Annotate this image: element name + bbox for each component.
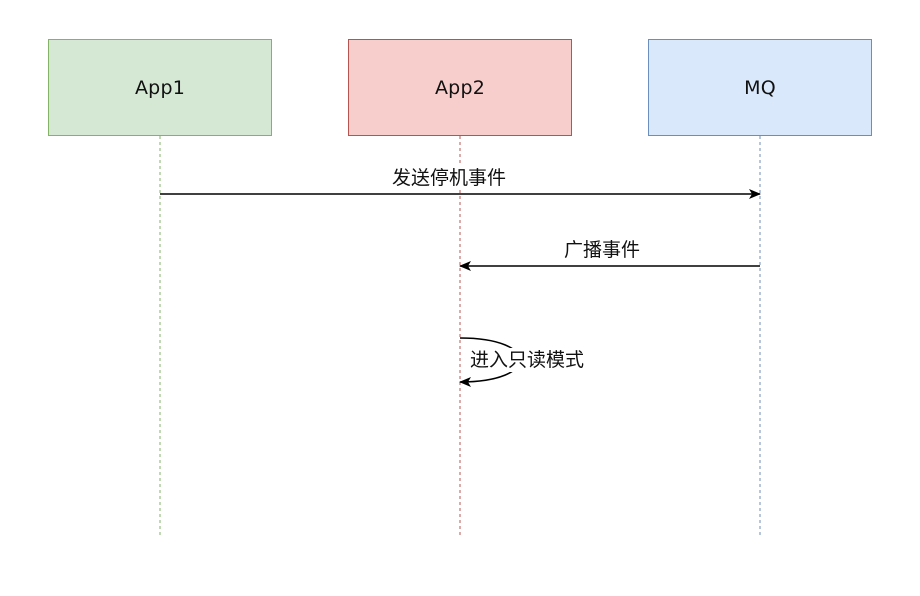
participant-label: App2 xyxy=(434,76,485,99)
message-label-app1-to-mq: 发送停机事件 xyxy=(388,166,511,190)
participant-mq: MQ xyxy=(648,39,872,136)
message-label-app2-self: 进入只读模式 xyxy=(466,348,589,372)
participant-app1: App1 xyxy=(48,39,272,136)
participant-label: MQ xyxy=(744,76,776,99)
participant-label: App1 xyxy=(134,76,185,99)
message-label-mq-to-app2: 广播事件 xyxy=(560,238,645,262)
participant-app2: App2 xyxy=(348,39,572,136)
